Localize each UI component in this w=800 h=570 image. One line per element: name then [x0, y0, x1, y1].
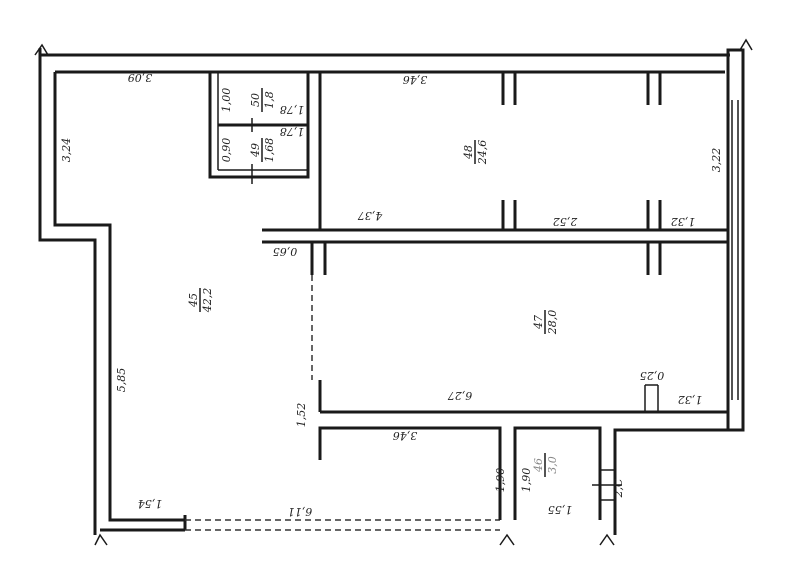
dimension: 6,11	[288, 505, 313, 518]
room-50-label: 50 1,8	[249, 88, 276, 112]
svg-text:47: 47	[532, 315, 545, 330]
dimension: 1,78	[280, 103, 305, 116]
svg-text:48: 48	[462, 145, 475, 160]
dimension: 3,24	[60, 138, 73, 163]
dimension: 0,90	[220, 138, 233, 163]
svg-text:1,68: 1,68	[263, 138, 276, 163]
svg-text:49: 49	[249, 143, 262, 158]
room-49-label: 49 1,68	[249, 138, 276, 163]
dimension: 0,65	[273, 245, 298, 258]
svg-text:50: 50	[249, 93, 262, 107]
dimension: 3,46	[403, 73, 428, 86]
svg-text:3,0: 3,0	[546, 456, 559, 474]
room-46-label: 46 3,0	[532, 453, 559, 477]
dimension: 1,90	[494, 468, 507, 493]
dimension: 5,85	[115, 368, 128, 393]
dimension-labels: 3,09 3,24 1,00 1,78 0,90 1,78 3,46 3,22 …	[60, 71, 723, 518]
svg-text:1,8: 1,8	[263, 91, 276, 109]
dimension: 1,90	[520, 468, 533, 493]
room-45-label: 45 42,2	[187, 288, 214, 314]
dimension: 3,46	[393, 429, 418, 442]
walls	[34, 38, 753, 546]
svg-text:24,6: 24,6	[476, 140, 489, 166]
room-labels: 45 42,2 47 28,0 48 24,6 49 1,68 50 1,8 4…	[187, 88, 559, 477]
svg-text:46: 46	[532, 458, 545, 473]
dimension: 2,52	[553, 215, 579, 228]
dimension: 1,54	[138, 497, 163, 510]
svg-text:45: 45	[187, 293, 200, 308]
dimension: 1,32	[671, 215, 696, 228]
dimension: 3,09	[128, 71, 153, 84]
dimension: 1,00	[220, 88, 233, 113]
dimension: 1,55	[548, 503, 573, 516]
dimension: 3,22	[710, 148, 723, 173]
dimension: 4,37	[358, 209, 384, 222]
exterior-window-wall	[726, 48, 745, 432]
dimension: 0,25	[640, 369, 665, 382]
room-48-label: 48 24,6	[462, 140, 489, 166]
dimension: 6,27	[448, 389, 473, 402]
stair-label: 2,C	[612, 478, 625, 498]
svg-text:28,0: 28,0	[546, 310, 559, 336]
dimension: 1,52	[295, 403, 308, 428]
room-47-label: 47 28,0	[532, 310, 559, 336]
dimension: 1,78	[280, 125, 305, 138]
dimension: 1,32	[678, 393, 703, 406]
svg-text:42,2: 42,2	[201, 288, 214, 314]
